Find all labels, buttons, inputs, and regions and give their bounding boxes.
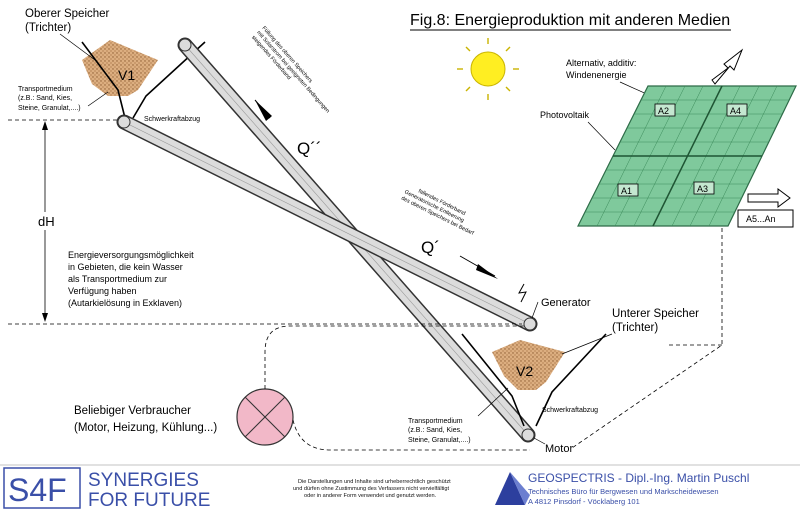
upper-storage-leader: [59, 33, 96, 61]
falling-conveyor-centre: [123, 121, 531, 325]
notice-1: Die Darstellungen und Inhalte sind urheb…: [298, 479, 451, 485]
s4f-logo-box: [3, 467, 81, 509]
rising-flow-label: Q´´: [297, 139, 322, 158]
upper-roller: [117, 115, 131, 129]
dh-arrow-up: [42, 121, 48, 130]
dh-label: dH: [38, 214, 55, 229]
pv-to-motor-wire: [571, 228, 723, 449]
figure-title: Fig.8: Energieproduktion mit anderen Med…: [410, 12, 730, 29]
lower-medium-1: Transportmedium: [408, 418, 463, 425]
company-line-1: GEOSPECTRIS - Dipl.-Ing. Martin Puschl: [528, 471, 749, 485]
pv-cell-a2: A2: [654, 103, 676, 117]
rising-text-2: mit Solarstrom bei geeigneten Bedingunge…: [255, 30, 330, 114]
consumer-text-2: (Motor, Heizung, Kühlung...): [74, 422, 217, 434]
falling-flow-label: Q´: [421, 238, 440, 257]
wind-arrow-icon: [711, 48, 744, 85]
dh-arrow-down: [42, 313, 48, 322]
upper-storage-title-2: (Trichter): [25, 22, 71, 34]
wind-text-1: Alternativ, additiv:: [566, 58, 636, 68]
generator-leader: [531, 301, 539, 319]
generator-label: Generator: [541, 297, 591, 309]
upper-hopper-outline-right: [132, 41, 206, 119]
company-line-2: Technisches Büro für Bergwesen und Marks…: [528, 487, 719, 496]
lower-storage-title-1: Unterer Speicher: [612, 308, 699, 320]
more-panels-box: [737, 209, 794, 228]
upper-storage-title-1: Oberer Speicher: [25, 8, 110, 20]
pv-cell-a4: A4: [726, 103, 748, 117]
upper-medium-leader: [87, 91, 109, 107]
lower-medium-2: (z.B.: Sand, Kies,: [408, 427, 462, 434]
notice-2: und dürfen ohne Zustimmung des Verfasser…: [293, 486, 450, 492]
pv-cell-a3: A3: [693, 181, 715, 195]
upper-hopper-outline: [81, 41, 126, 119]
pv-cell-a1-label: A1: [621, 186, 632, 196]
motor-roller: [521, 428, 535, 442]
lower-gravity-outlet: Schwerkraftabzug: [542, 407, 598, 414]
supply-text-2: in Gebieten, die kein Wasser: [68, 262, 183, 272]
pv-divider-v: [652, 85, 723, 227]
lower-medium-3: Steine, Granulat,....): [408, 437, 471, 444]
upper-medium-2: (z.B.: Sand, Kies,: [18, 95, 72, 102]
upper-medium-3: Steine, Granulat,....): [18, 105, 81, 112]
pv-cell-a4-label: A4: [730, 106, 741, 116]
more-panels-label: A5...An: [746, 214, 776, 224]
wind-text-2: Windenenergie: [566, 70, 627, 80]
consumer-text-1: Beliebiger Verbraucher: [74, 405, 191, 417]
motor-leader: [533, 437, 546, 445]
supply-text-4: Verfügung haben: [68, 286, 137, 296]
s4f-logo: S4F: [8, 472, 67, 508]
lower-hopper-outline-right: [535, 333, 607, 427]
lightning-icon: [518, 283, 527, 303]
supply-text-1: Energieversorgungsmöglichkeit: [68, 250, 194, 260]
motor-label: Motor: [545, 443, 573, 455]
consumer-cross-2: [244, 396, 286, 438]
upper-hopper-fill: [82, 40, 158, 96]
lower-storage-leader: [561, 333, 613, 355]
pv-label: Photovoltaik: [540, 110, 590, 120]
rising-flow-arrow-shaft: [254, 99, 271, 119]
lower-storage-title-2: (Trichter): [612, 322, 658, 334]
supply-text-5: (Autarkielösung in Exklaven): [68, 298, 182, 308]
lower-hopper-outline-left: [461, 333, 525, 427]
pv-cell-a3-label: A3: [697, 184, 708, 194]
company-line-3: A 4812 Pinsdorf - Vöcklaberg 101: [528, 497, 640, 506]
geospectris-logo-icon: [495, 472, 530, 505]
lower-hopper-fill: [492, 340, 565, 390]
brand-line-1: SYNERGIES: [88, 470, 199, 491]
pv-leader: [587, 121, 616, 151]
pv-cell-a2-label: A2: [658, 106, 669, 116]
more-panels-arrow-icon: [747, 188, 791, 208]
generator-roller: [523, 317, 537, 331]
supply-text-3: als Transportmedium zur: [68, 274, 167, 284]
notice-3: oder in anderer Form verwendet und genut…: [304, 493, 437, 499]
rising-conveyor-top-roller: [178, 38, 192, 52]
upper-storage-label: V1: [118, 67, 135, 83]
sun-icon: [457, 38, 519, 100]
lower-medium-leader: [477, 387, 509, 417]
upper-gravity-outlet: Schwerkraftabzug: [144, 116, 200, 123]
upper-medium-1: Transportmedium: [18, 86, 73, 93]
falling-flow-arrow-shaft: [459, 255, 496, 277]
lower-storage-label: V2: [516, 363, 533, 379]
consumer-to-generator-wire: [264, 325, 524, 389]
pv-cell-a1: A1: [617, 183, 639, 197]
consumer-to-motor-wire: [292, 419, 530, 451]
brand-line-2: FOR FUTURE: [88, 490, 210, 510]
